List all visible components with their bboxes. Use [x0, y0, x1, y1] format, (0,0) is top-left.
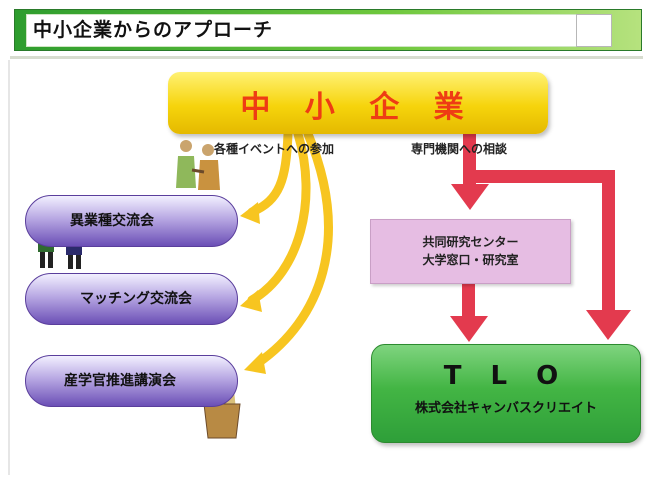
consultation-arrows	[450, 134, 631, 342]
tlo-company: 株式会社キャンバスクリエイト	[414, 401, 597, 416]
center-line-1: 共同研究センター	[422, 235, 519, 249]
corner-box	[576, 14, 612, 47]
yellow-arrowhead-3	[244, 352, 266, 374]
event-label: マッチング交流会	[80, 291, 192, 307]
participation-arrows	[247, 129, 333, 368]
center-line-2: 大学窓口・研究室	[422, 253, 519, 267]
consultation-label: 専門機関への相談	[411, 142, 508, 156]
red-stem-right	[602, 170, 615, 312]
red-horizontal	[463, 170, 615, 183]
yellow-arrowheads	[240, 202, 266, 374]
yellow-arrow-2	[247, 129, 311, 305]
event-label: 産学官推進講演会	[64, 373, 176, 389]
sme-box: 中 小 企 業	[168, 72, 548, 134]
research-center-box: 共同研究センター 大学窓口・研究室	[370, 219, 571, 284]
yellow-arrow-3	[253, 129, 333, 368]
event-pill-lecture: 産学官推進講演会	[25, 355, 238, 407]
tlo-box: T L O 株式会社キャンバスクリエイト	[371, 344, 641, 443]
tlo-name: T L O	[443, 361, 569, 391]
participation-label: 各種イベントへの参加	[214, 142, 335, 156]
handshake-people-icon	[176, 140, 220, 190]
red-stem-center-to-tlo	[462, 283, 475, 319]
red-arrowhead-tlo-right	[586, 310, 631, 340]
red-arrowhead-center	[451, 184, 489, 210]
yellow-arrowhead-1	[240, 202, 260, 224]
header-divider	[10, 56, 643, 59]
event-pill-cross-industry: 異業種交流会	[25, 195, 238, 247]
yellow-arrow-1	[247, 129, 293, 217]
red-arrowhead-tlo-left	[450, 316, 488, 342]
yellow-arrowhead-2	[240, 290, 262, 312]
event-label: 異業種交流会	[70, 213, 154, 229]
event-pill-matching: マッチング交流会	[25, 273, 238, 325]
left-border	[8, 60, 10, 475]
sme-label: 中 小 企 業	[240, 90, 476, 125]
page-title: 中小企業からのアプローチ	[26, 14, 610, 47]
